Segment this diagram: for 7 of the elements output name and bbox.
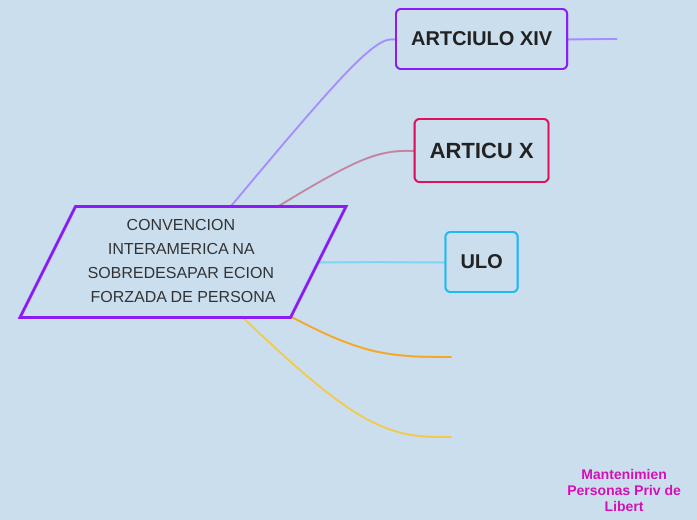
connector: [568, 38, 618, 40]
connector: [290, 316, 452, 358]
connector: [229, 38, 396, 208]
note-text: Mantenimien Personas Priv de Libert: [566, 466, 682, 514]
connector: [318, 260, 446, 263]
connector: [242, 316, 452, 438]
connector: [276, 149, 416, 208]
